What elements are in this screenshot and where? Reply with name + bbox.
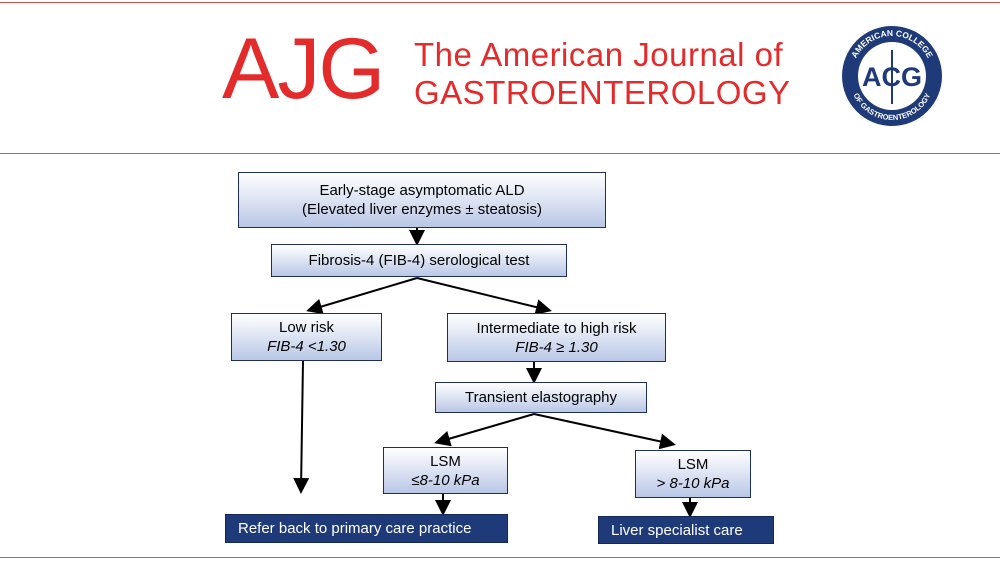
bottom-rule <box>0 557 1000 558</box>
journal-logo: AJG <box>222 21 385 117</box>
arrow-elasto-to-lsm-high <box>533 413 676 450</box>
header-divider <box>0 153 1000 154</box>
arrow-test-to-low <box>306 277 418 315</box>
journal-header: AJG The American Journal of GASTROENTERO… <box>0 0 1000 153</box>
node-low-risk-line1: Low risk <box>278 319 334 336</box>
node-lsm-high-line2: > 8-10 kPa <box>656 475 730 492</box>
journal-title-line1: The American Journal of <box>414 36 784 73</box>
node-high-risk-line1: Intermediate to high risk <box>476 319 637 337</box>
node-low-risk: Low risk FIB-4 <1.30 <box>231 313 382 361</box>
node-early-stage-ald: Early-stage asymptomatic ALD (Elevated l… <box>238 172 606 228</box>
arrow-test-to-high <box>416 277 552 315</box>
journal-title-line2: GASTROENTEROLOGY <box>414 74 791 111</box>
arrow-elasto-to-lsm-low <box>434 413 535 447</box>
node-transient-elastography: Transient elastography <box>435 382 647 413</box>
node-lsm-high: LSM > 8-10 kPa <box>635 450 751 498</box>
node-intermediate-high-risk: Intermediate to high risk FIB-4 ≥ 1.30 <box>447 313 666 362</box>
node-lsm-low-line2: ≤8-10 kPa <box>411 471 480 489</box>
node-liver-specialist-care: Liver specialist care <box>598 516 774 544</box>
node-lsm-high-line1: LSM <box>677 456 709 473</box>
node-fib4-test-label: Fibrosis-4 (FIB-4) serological test <box>308 252 530 269</box>
arrow-low-to-refer <box>293 360 310 494</box>
node-fib4-test: Fibrosis-4 (FIB-4) serological test <box>271 244 567 277</box>
top-rule <box>0 2 1000 3</box>
node-lsm-low: LSM ≤8-10 kPa <box>383 447 508 494</box>
node-elastography-label: Transient elastography <box>464 389 618 406</box>
journal-title: The American Journal of GASTROENTEROLOGY <box>414 36 791 112</box>
node-specialist-label: Liver specialist care <box>611 521 743 539</box>
node-refer-primary-care: Refer back to primary care practice <box>225 514 508 543</box>
node-early-stage-ald-line2: (Elevated liver enzymes ± steatosis) <box>302 201 542 218</box>
node-early-stage-ald-line1: Early-stage asymptomatic ALD <box>319 182 525 199</box>
node-low-risk-line2: FIB-4 <1.30 <box>267 338 346 355</box>
node-lsm-low-line1: LSM <box>430 452 461 470</box>
acg-seal-logo: AMERICAN COLLEGE OF GASTROENTEROLOGY ACG <box>842 26 942 126</box>
node-refer-label: Refer back to primary care practice <box>238 520 472 537</box>
node-high-risk-line2: FIB-4 ≥ 1.30 <box>515 338 598 356</box>
